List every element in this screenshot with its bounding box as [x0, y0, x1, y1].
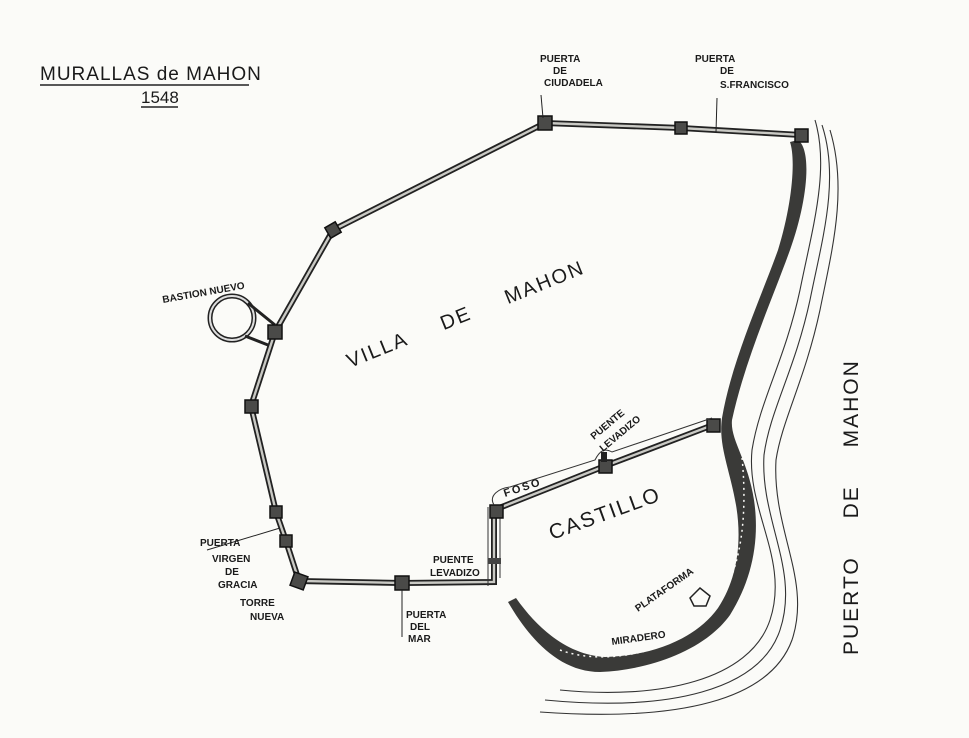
tower [279, 534, 293, 548]
leader-lines [206, 94, 718, 637]
label-puerto-de-mahon: PUERTO DE MAHON [840, 359, 863, 655]
label-puente-levadizo: PUENTE [433, 555, 474, 566]
tower [489, 504, 504, 519]
tower [706, 418, 721, 433]
label-bastion-nuevo: BASTION NUEVO [162, 281, 246, 306]
label-puerta-virgen: DE [225, 567, 239, 578]
label-puerta-virgen: VIRGEN [212, 554, 250, 565]
label-puerta-del-mar: PUERTA [406, 610, 446, 621]
drawbridge [601, 452, 607, 462]
label-plataforma: PLATAFORMA [633, 566, 695, 614]
label-puerta-sfrancisco: DE [720, 66, 734, 77]
towers [244, 115, 809, 591]
label-torre-nueva: NUEVA [250, 612, 284, 623]
label-miradero: MIRADERO [611, 629, 667, 648]
label-puerta-ciudadela: PUERTA [540, 54, 580, 65]
tower [674, 121, 688, 135]
tower-corner [794, 128, 809, 143]
bastion-nuevo [207, 293, 276, 347]
label-puerta-sfrancisco: S.FRANCISCO [720, 80, 789, 91]
label-puerta-virgen: PUERTA [200, 538, 240, 549]
label-puerta-ciudadela: DE [553, 66, 567, 77]
plataforma-shape [689, 586, 711, 607]
map-title: MURALLAS de MAHON [40, 64, 262, 85]
label-puente-levadizo: LEVADIZO [430, 568, 480, 579]
label-puerta-del-mar: DEL [410, 622, 430, 633]
tower-ciudadela [537, 115, 553, 131]
tower-torre-nueva [289, 571, 309, 591]
city-walls [247, 119, 802, 587]
map-year: 1548 [141, 88, 179, 107]
foso-line [492, 417, 713, 506]
label-castillo: CASTILLO [546, 483, 664, 545]
harbour-waves [539, 119, 839, 715]
tower [267, 324, 283, 340]
label-torre-nueva: TORRE [240, 598, 275, 609]
drawbridge [488, 558, 501, 564]
label-puerta-virgen: GRACIA [218, 580, 257, 591]
label-puerta-sfrancisco: PUERTA [695, 54, 735, 65]
tower [323, 220, 343, 240]
label-puerta-del-mar: MAR [408, 634, 432, 645]
tower [269, 505, 283, 519]
label-villa-de-mahon: VILLA DE MAHON [344, 257, 588, 373]
tower [244, 399, 259, 414]
label-puerta-ciudadela: CIUDADELA [544, 78, 603, 89]
tower-puerta-mar [394, 575, 410, 591]
